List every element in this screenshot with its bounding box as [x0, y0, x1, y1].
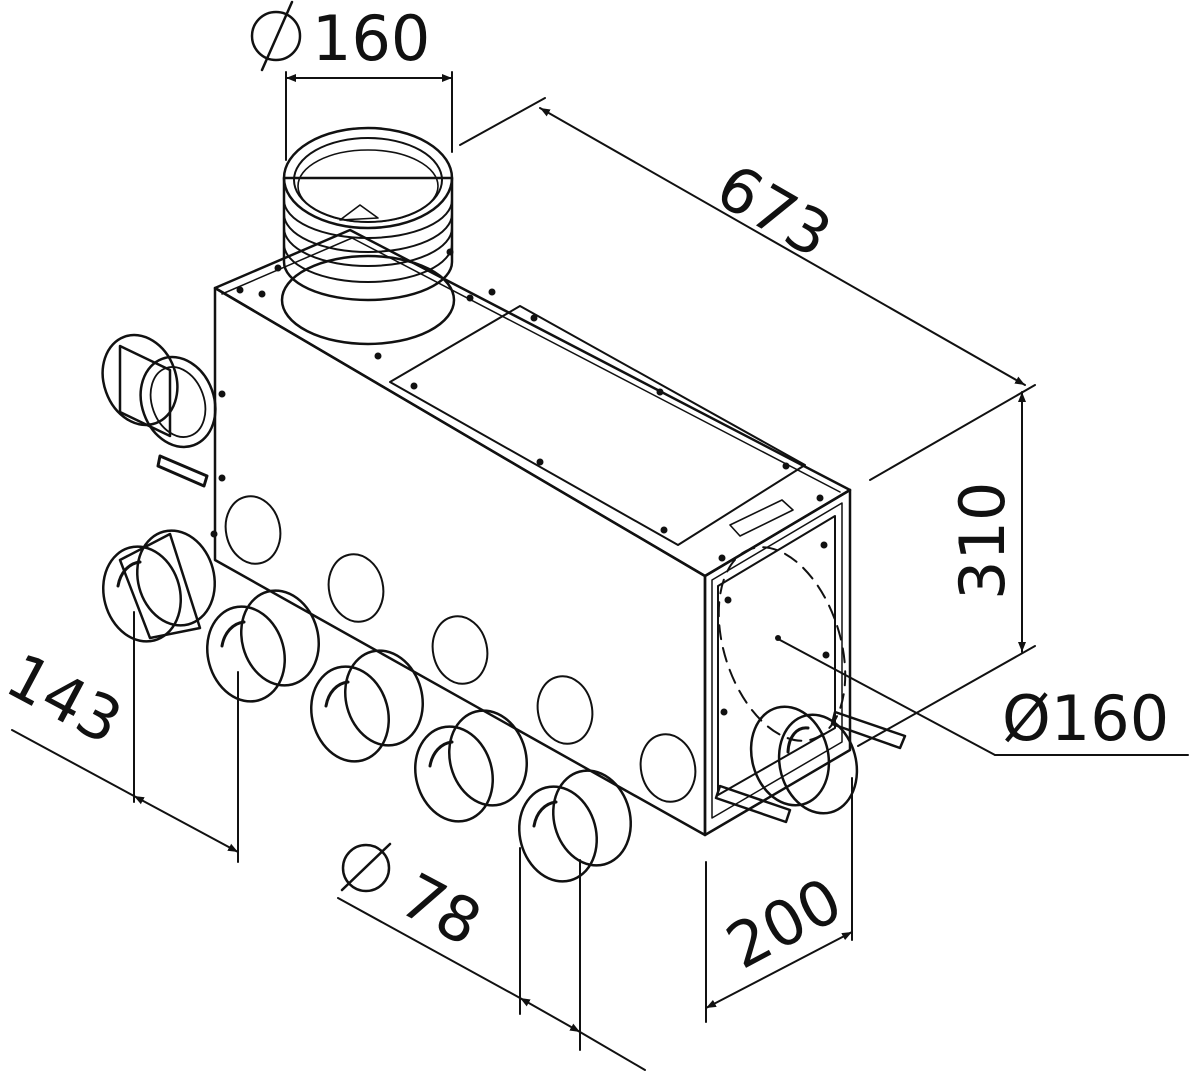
end-panel	[717, 515, 836, 796]
top-collar-diameter-label: 160	[312, 2, 430, 75]
outlet-diameter-label: 78	[389, 859, 493, 960]
dim-outlet-diameter: 78	[337, 842, 646, 1071]
left-side-collar	[101, 333, 217, 488]
dim-width: 200	[705, 777, 854, 1023]
dim-length: 673	[459, 97, 1036, 481]
box-end-face	[703, 488, 852, 837]
service-panel	[389, 305, 806, 546]
plenum-box	[210, 228, 852, 837]
dim-outlet-pitch: 143	[0, 611, 239, 863]
width-label: 200	[715, 863, 854, 983]
end-collar	[714, 705, 907, 824]
end-knockout-circle	[717, 546, 847, 742]
outlet-collar	[517, 769, 633, 883]
dim-end-collar-diameter: Ø160	[779, 639, 1189, 756]
top-collar	[280, 126, 456, 346]
outlet-collar	[205, 589, 321, 703]
height-label: 310	[946, 482, 1019, 600]
end-collar-diameter-label: Ø160	[1002, 682, 1169, 755]
dim-top-collar-diameter: 160	[250, 0, 453, 161]
length-label: 673	[705, 150, 844, 272]
outlet-collar	[101, 529, 217, 643]
outlet-pitch-label: 143	[0, 639, 134, 759]
outlet-collar	[413, 709, 529, 823]
box-front-face	[213, 286, 707, 837]
dim-height: 310	[857, 391, 1036, 747]
front-knockouts	[224, 495, 697, 803]
outlet-collar	[309, 649, 425, 763]
box-top-face	[213, 228, 852, 578]
outlet-collars	[101, 529, 633, 883]
